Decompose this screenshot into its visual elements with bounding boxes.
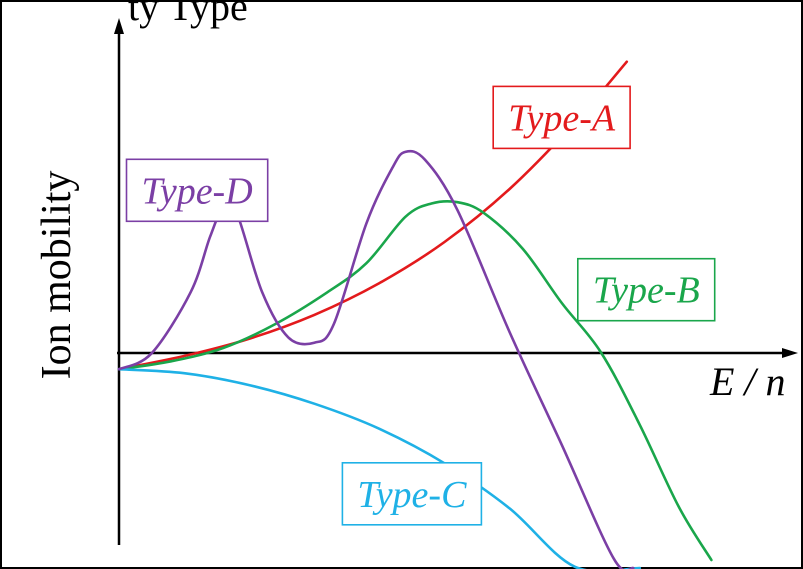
series-label-box-type-a [492,85,631,150]
chart-title-fragment: ty Type [128,0,248,29]
series-label-box-type-c [341,461,483,526]
series-line-type-c [117,367,642,569]
series-label-text-type-d: Type-D [142,170,253,212]
series-label-type-c: Type-C [341,461,483,526]
y-axis-arrowhead [114,18,124,34]
x-axis-label: E / n [709,359,786,404]
series-label-box-type-d [125,158,269,223]
series-label-type-d: Type-D [125,158,269,223]
y-axis-label: Ion mobility [34,171,80,380]
series-label-type-a: Type-A [492,85,631,150]
series-label-text-type-c: Type-C [357,474,467,516]
label-layer: Type-A Type-B Type-C Type-D [125,85,716,526]
series-line-type-d [117,149,635,569]
x-axis-arrowhead [782,348,798,358]
series-label-text-type-b: Type-B [593,270,700,312]
series-label-type-b: Type-B [576,257,716,322]
series-label-box-type-b [576,257,716,322]
series-label-text-type-a: Type-A [508,97,616,139]
